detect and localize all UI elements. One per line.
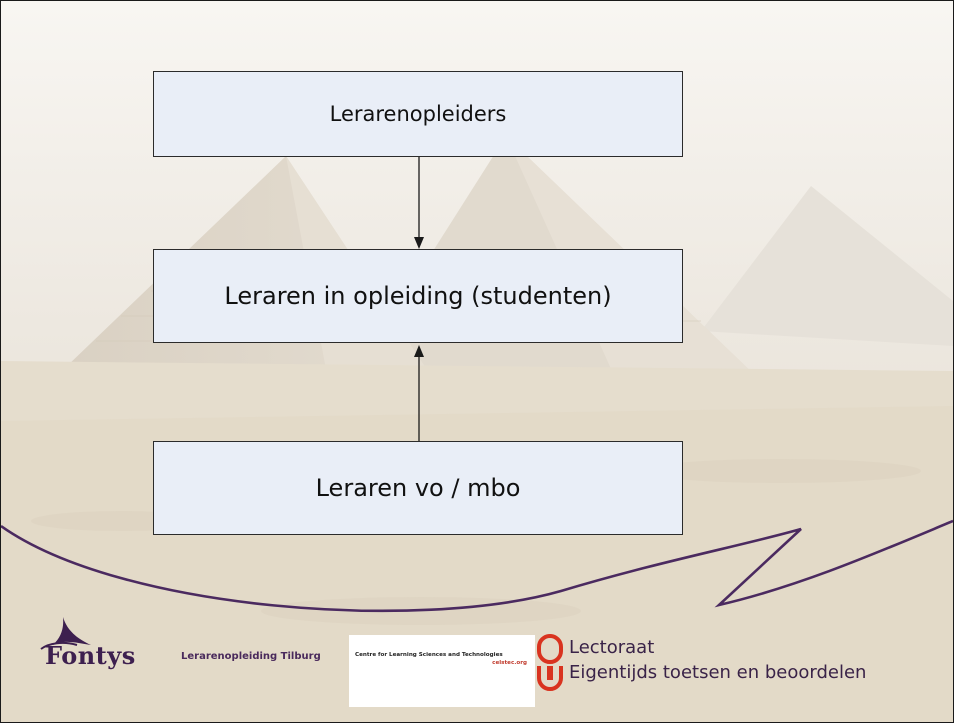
box-label-middle: Leraren in opleiding (studenten) [224, 282, 612, 310]
box-label-bottom: Leraren vo / mbo [315, 474, 521, 502]
fontys-subtitle: Lerarenopleiding Tilburg [181, 651, 321, 662]
fontys-wordmark: Fontys [45, 641, 136, 670]
celstec-logo: Centre for Learning Sciences and Technol… [349, 635, 535, 707]
lectoraat-title: Lectoraat [569, 637, 655, 658]
box-lerarenopleiders: Lerarenopleiders [153, 71, 683, 157]
celstec-title: Centre for Learning Sciences and Technol… [355, 652, 503, 658]
box-label-top: Lerarenopleiders [329, 102, 507, 126]
fontys-logo-icon [40, 617, 91, 650]
lectoraat-logo-icon [537, 634, 563, 691]
box-leraren-in-opleiding: Leraren in opleiding (studenten) [153, 249, 683, 343]
lectoraat-subtitle: Eigentijds toetsen en beoordelen [569, 662, 867, 683]
celstec-url: celstec.org [492, 660, 527, 666]
box-leraren-vo-mbo: Leraren vo / mbo [153, 441, 683, 535]
swoosh-line [1, 519, 953, 613]
fontys-logo: Fontys Lerarenopleiding Tilburg [33, 615, 363, 679]
